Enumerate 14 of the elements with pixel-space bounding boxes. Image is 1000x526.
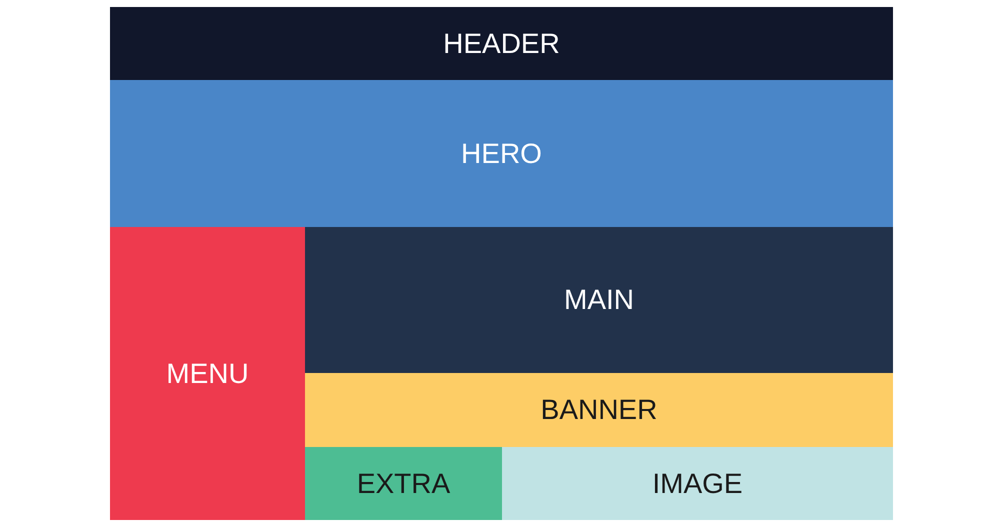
layout-region bbox=[305, 227, 893, 373]
region-label: MENU bbox=[166, 358, 249, 390]
layout-region bbox=[502, 447, 893, 520]
region-label: HEADER bbox=[443, 28, 560, 60]
layout-region bbox=[305, 447, 502, 520]
layout-region bbox=[305, 373, 893, 447]
region-label: EXTRA bbox=[356, 468, 450, 500]
region-label: HERO bbox=[461, 138, 542, 170]
layout-region bbox=[110, 80, 893, 227]
layout-region bbox=[110, 227, 305, 520]
layout-region bbox=[110, 7, 893, 80]
region-label: BANNER bbox=[540, 394, 658, 426]
region-label: MAIN bbox=[564, 284, 634, 316]
region-label: IMAGE bbox=[652, 468, 743, 500]
